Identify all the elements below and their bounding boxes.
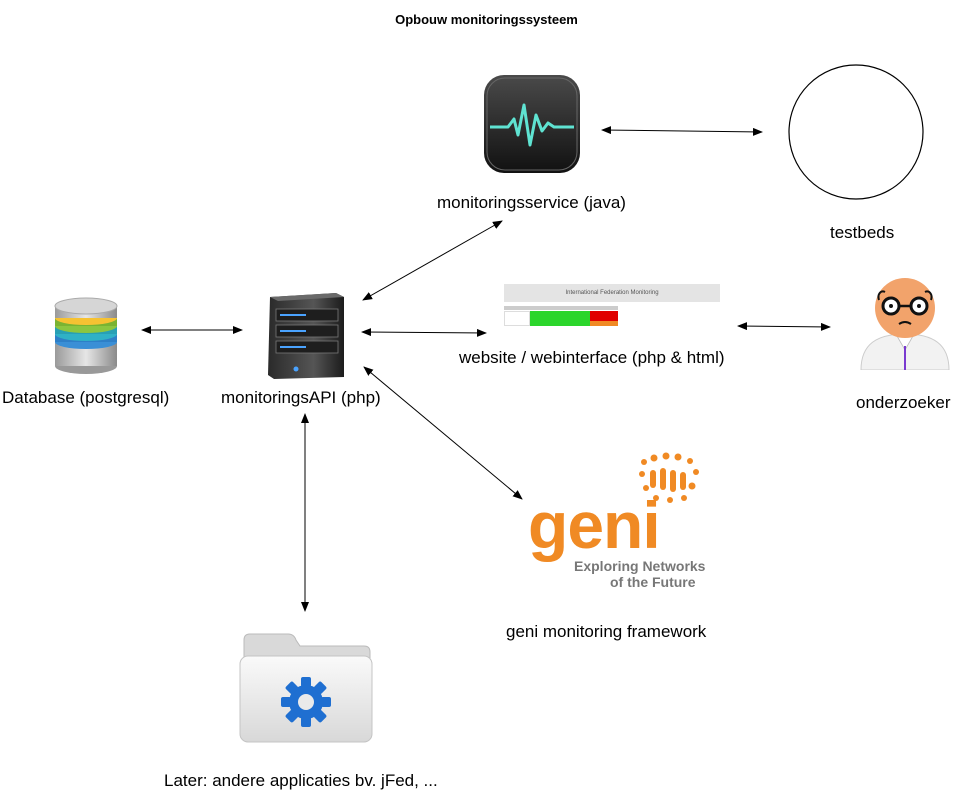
testbeds-circle <box>788 64 924 200</box>
geni-wordmark: geni <box>528 488 661 562</box>
geni-globe-icon <box>639 452 699 503</box>
geni-tagline-2: of the Future <box>610 574 696 590</box>
website-thumbnail-header: International Federation Monitoring <box>504 284 720 302</box>
database-icon <box>54 297 118 374</box>
geni-tagline-1: Exploring Networks <box>574 558 706 574</box>
activity-monitor-icon <box>484 75 580 173</box>
folder-gear-icon <box>239 633 373 743</box>
scientist-icon <box>860 278 950 370</box>
later-label: Later: andere applicaties bv. jFed, ... <box>164 771 438 790</box>
monitoringsservice-label: monitoringsservice (java) <box>437 193 626 212</box>
arrow-api-geni <box>363 366 523 500</box>
arrow-website-onderzoeker <box>737 322 831 331</box>
testbeds-label: testbeds <box>830 223 895 242</box>
api-label: monitoringsAPI (php) <box>221 388 381 407</box>
arrow-api-service <box>362 220 503 301</box>
onderzoeker-label: onderzoeker <box>856 393 951 412</box>
website-thumbnail: International Federation Monitoring <box>504 284 720 328</box>
arrow-service-testbeds <box>601 126 763 136</box>
database-label: Database (postgresql) <box>2 388 170 407</box>
geni-label: geni monitoring framework <box>506 622 707 641</box>
server-icon <box>268 293 344 379</box>
diagram-title: Opbouw monitoringssysteem <box>395 12 578 27</box>
arrow-api-website <box>361 328 487 337</box>
website-label: website / webinterface (php & html) <box>459 348 725 367</box>
